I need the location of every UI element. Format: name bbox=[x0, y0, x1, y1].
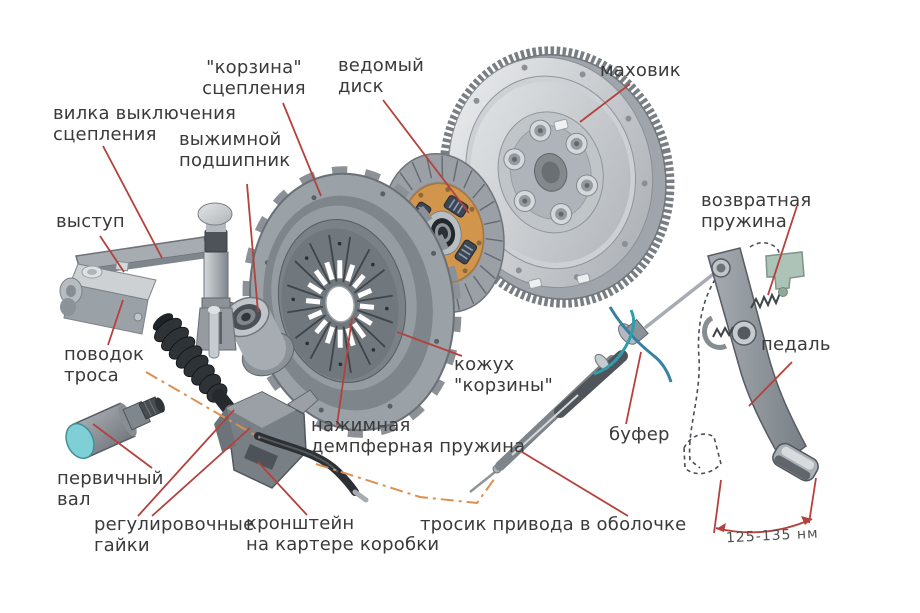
label-protrusion: выступ bbox=[56, 211, 125, 232]
label-return-spring: возвратная пружина bbox=[701, 190, 812, 233]
pedal-depressed-outline bbox=[688, 261, 730, 469]
teal-wire bbox=[593, 309, 636, 376]
cable-leash-block bbox=[59, 263, 157, 335]
label-cable-leash: поводок троса bbox=[64, 344, 145, 387]
primary-shaft-face bbox=[65, 422, 95, 460]
fork-knob bbox=[197, 202, 233, 226]
pedal-arm bbox=[707, 247, 807, 465]
pedal-pad bbox=[772, 442, 819, 482]
flywheel-drawing bbox=[439, 46, 675, 308]
label-damper-spring: нажимная демпферная пружина bbox=[311, 415, 526, 458]
label-release-fork: вилка выключения сцепления bbox=[53, 103, 236, 146]
label-gearbox-bracket: кронштейн на картере коробки bbox=[246, 513, 440, 556]
torque-angle-indicator bbox=[713, 477, 817, 534]
label-pedal: педаль bbox=[761, 334, 831, 355]
clutch-basket-drawing bbox=[242, 166, 462, 438]
exploded-view-axis-line bbox=[145, 371, 496, 505]
release-fork-drawing bbox=[59, 202, 237, 359]
label-buffer: буфер bbox=[609, 424, 670, 445]
label-basket-cover: кожух "корзины" bbox=[454, 354, 553, 397]
label-primary-shaft: первичный вал bbox=[57, 468, 164, 511]
label-driven-disc: ведомый диск bbox=[338, 55, 425, 98]
label-adjusting-nuts: регулировочные гайки bbox=[94, 514, 255, 557]
pedal-drawing bbox=[683, 241, 819, 534]
flywheel-ring-gear-teeth bbox=[439, 46, 675, 308]
flywheel-balance-mark bbox=[553, 118, 569, 131]
label-clutch-basket: "корзина" сцепления bbox=[202, 57, 306, 100]
cable-end-drawing bbox=[254, 432, 369, 503]
label-drive-cable: тросик привода в оболочке bbox=[420, 514, 687, 535]
basket-diaphragm-spring bbox=[281, 228, 399, 380]
blue-wire bbox=[608, 306, 673, 383]
return-spring-coil bbox=[750, 291, 786, 310]
leader-lines bbox=[92, 83, 798, 517]
rubber-boot-drawing bbox=[152, 313, 237, 417]
primary-shaft-drawing bbox=[65, 396, 165, 460]
label-release-bearing: выжимной подшипник bbox=[179, 129, 291, 172]
pedal-mount-bracket bbox=[765, 251, 805, 290]
label-flywheel: маховик bbox=[600, 60, 681, 81]
drive-cable-drawing bbox=[469, 270, 718, 493]
